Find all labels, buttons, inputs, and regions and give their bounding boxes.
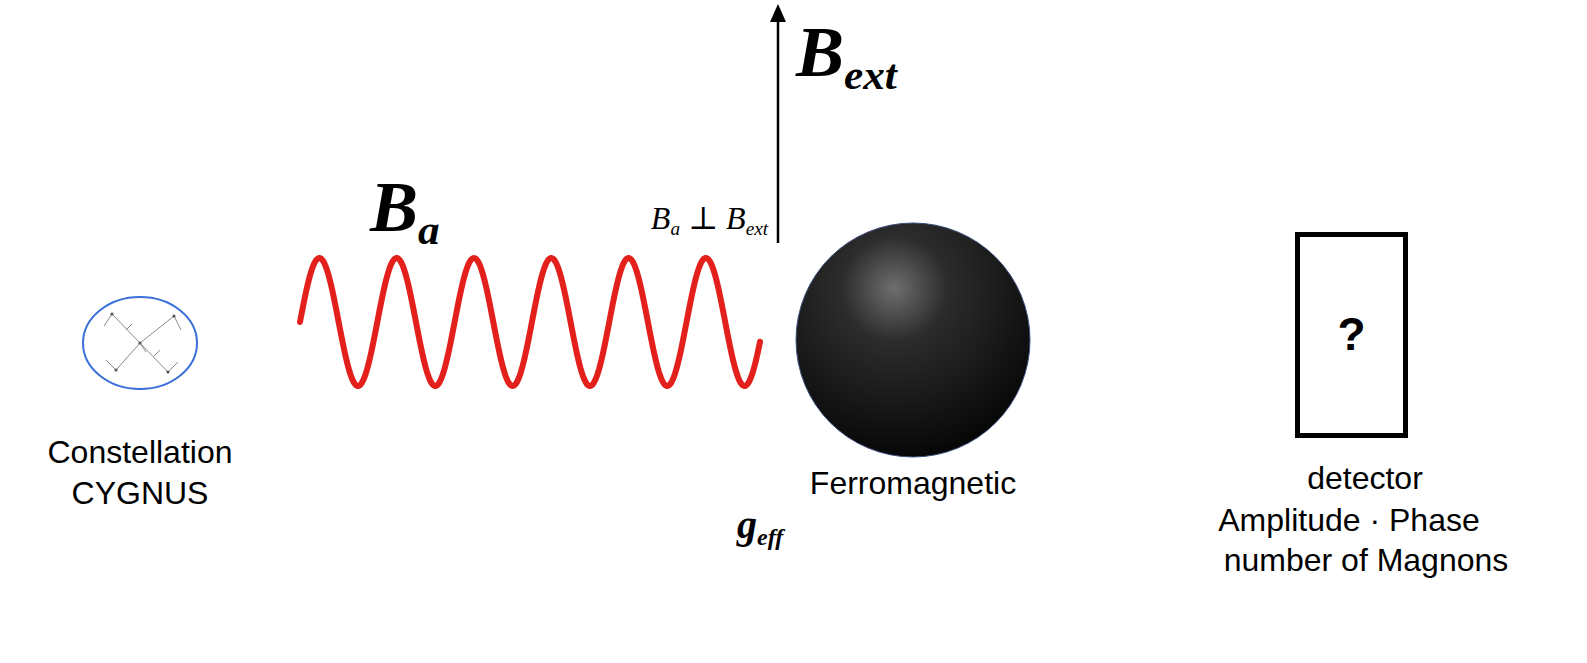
star-dot [172,314,175,317]
constellation-line [106,360,116,370]
wave-connector [300,258,760,386]
detector-label: detector [1307,459,1423,497]
perpendicular-relation: Ba ⊥ Bext [651,202,768,234]
constellation-icon: Constellation CYGNUS [82,296,198,390]
constellation-line [168,362,178,372]
constellation-line [140,343,146,352]
constellation-line [126,324,132,330]
constellation-line [116,343,140,370]
detector-quantity: number of Magnons [1224,541,1509,579]
constellation-ring [83,297,197,389]
sphere-shape [795,222,1031,458]
field-arrow-shaft [777,20,780,243]
detector-quantity: Amplitude · Phase [1218,501,1479,539]
ferromagnet-label: Ferromagnetic [810,464,1016,502]
star-dot [166,370,169,373]
star-dot [114,368,117,371]
ferromagnet-sphere: Ferromagnetic [795,222,1031,458]
star-dot [138,341,141,344]
constellation-line [112,314,140,343]
field-arrow-head [770,4,786,22]
coupling-symbol: geff [737,505,783,545]
sphere-body [796,223,1030,457]
star-dot [110,312,113,315]
constellation-figure [104,314,181,372]
constellation-line [104,314,112,326]
unknown-mark: ? [1337,307,1365,362]
constellation-line [140,343,168,372]
detector-box: ?detectorAmplitude · Phasenumber of Magn… [1295,232,1408,438]
constellation-line [174,316,181,330]
wave-label: Ba [370,171,440,243]
constellation-label: Constellation CYGNUS [23,432,258,514]
field-symbol: Bext [796,16,897,88]
constellation-shape [82,296,198,390]
constellation-line [140,316,174,343]
constellation-line [154,350,160,356]
